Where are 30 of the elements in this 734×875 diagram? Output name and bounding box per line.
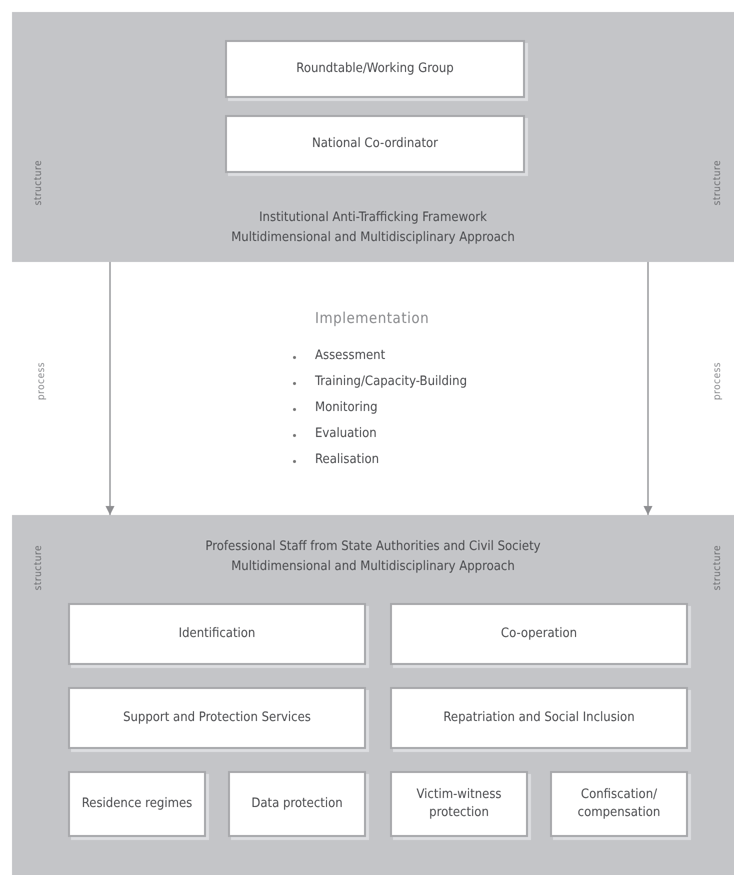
side-label: process [36, 362, 47, 400]
band-subheading: Multidimensional and Multidisciplinary Approach [231, 229, 515, 247]
text-box: Repatriation and Social Inclusion [390, 687, 688, 749]
text-box: Identification [68, 603, 366, 665]
text-box: Confiscation/ compensation [550, 771, 688, 837]
text-box: Roundtable/Working Group [225, 40, 525, 98]
text-box: Residence regimes [68, 771, 206, 837]
list-item: Training/Capacity-Building [315, 374, 467, 389]
text-box: Victim-witness protection [390, 771, 528, 837]
section-heading: Implementation [315, 309, 430, 327]
list-item: Assessment [315, 348, 386, 363]
list-item: Monitoring [315, 400, 378, 415]
structure-band [12, 12, 734, 262]
text-box: Co-operation [390, 603, 688, 665]
band-heading: Professional Staff from State Authorities and Civil Society [205, 538, 541, 556]
band-subheading: Multidimensional and Multidisciplinary Approach [231, 558, 515, 576]
side-label: process [712, 362, 723, 400]
structure-band [12, 515, 734, 875]
text-box: Data protection [228, 771, 366, 837]
text-box: Support and Protection Services [68, 687, 366, 749]
list-item: Realisation [315, 452, 380, 467]
side-label: structure [712, 545, 723, 590]
list-item: Evaluation [315, 426, 377, 441]
side-label: structure [33, 545, 44, 590]
arrow [644, 262, 652, 515]
text-box: National Co-ordinator [225, 115, 525, 173]
band-heading: Institutional Anti-Trafficking Framework [259, 209, 487, 227]
side-label: structure [712, 160, 723, 206]
side-label: structure [33, 160, 44, 206]
arrow [106, 262, 114, 515]
